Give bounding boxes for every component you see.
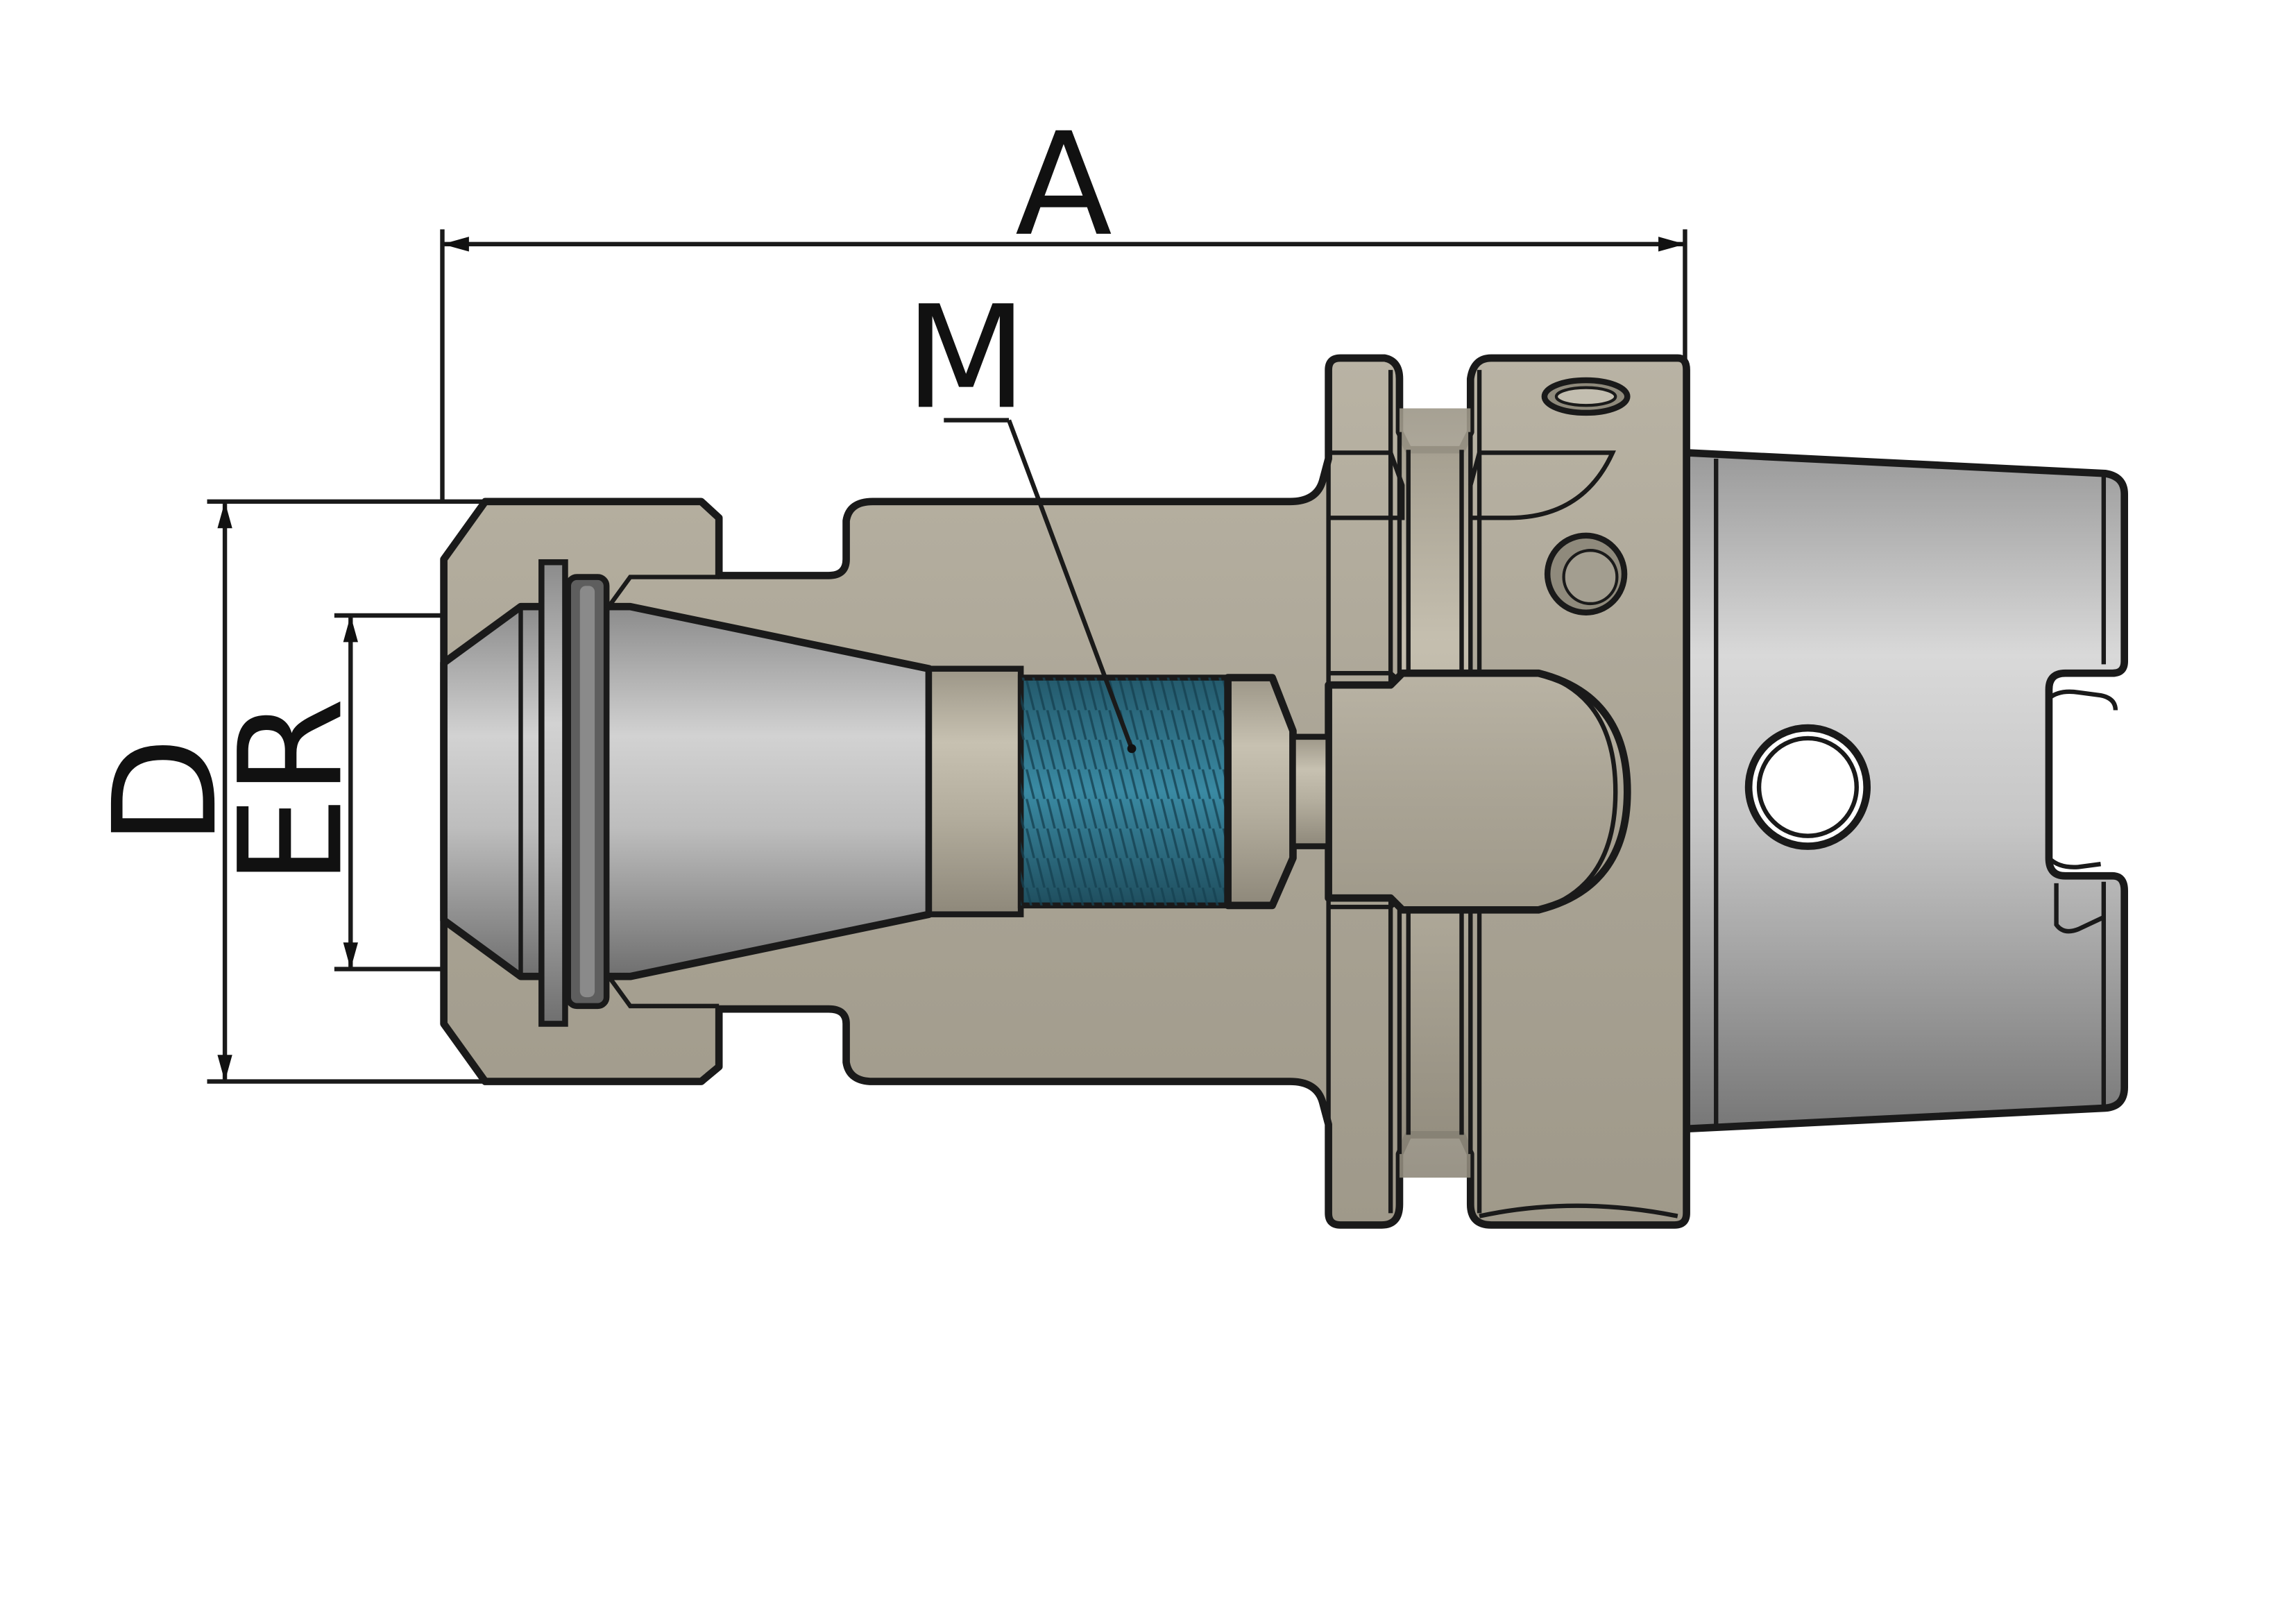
dimension-a-label: A	[1015, 103, 1112, 268]
dimension-er-label: ER	[209, 697, 374, 886]
stop-screw	[926, 665, 1332, 917]
dimension-d: D	[83, 499, 486, 1084]
dimension-d-label: D	[83, 737, 248, 847]
thread-label: M	[905, 275, 1028, 441]
thread-callout: M	[905, 275, 1137, 754]
dimension-a: A	[440, 103, 1687, 500]
hsk-shank	[1683, 449, 2129, 1133]
collet-nut	[440, 559, 933, 1027]
cross-hole	[1744, 724, 1871, 850]
dimension-er: ER	[209, 613, 536, 971]
